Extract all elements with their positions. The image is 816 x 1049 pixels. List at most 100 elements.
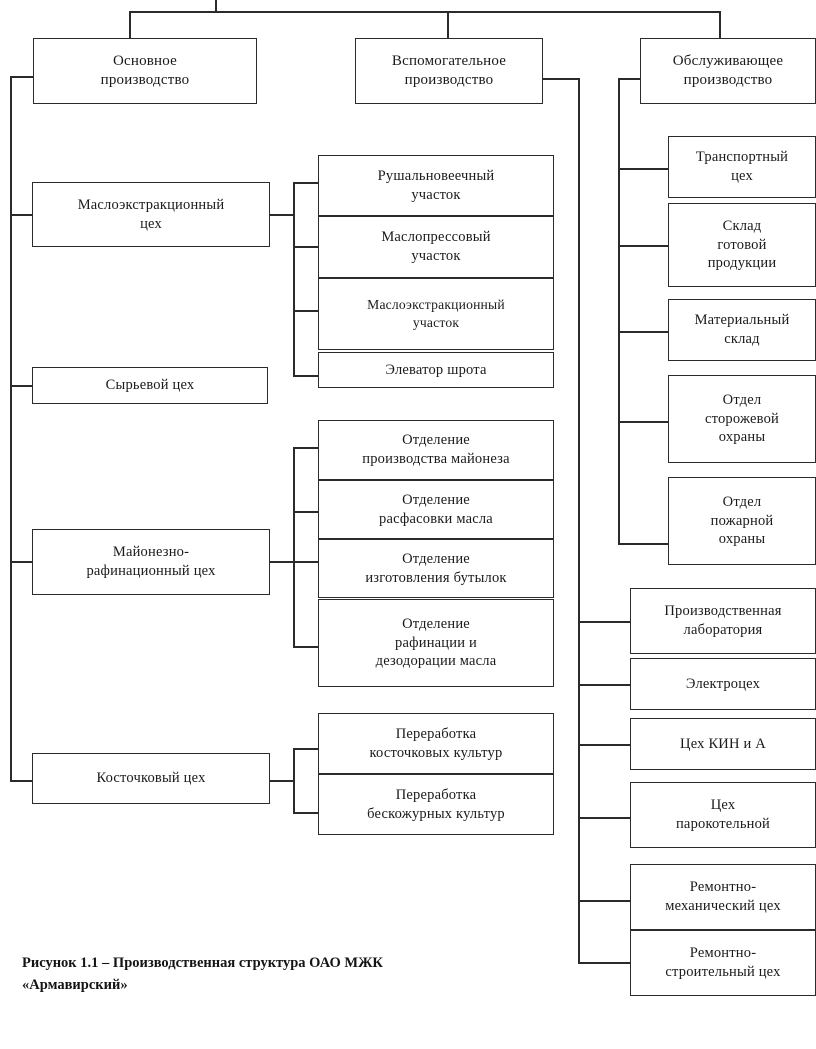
node-electrical-shop[interactable]: Электроцех xyxy=(630,658,816,710)
auxiliary-stub-boiler xyxy=(578,817,632,819)
mayoshop-stub-production xyxy=(293,447,319,449)
node-repair-mechanical-shop[interactable]: Ремонтно-механический цех xyxy=(630,864,816,930)
node-mayonnaise-shop-label: Майонезно-рафинационный цех xyxy=(86,544,216,579)
service-stub-watch-security xyxy=(618,421,670,423)
node-repair-construction-shop-label: Ремонтно-строительный цех xyxy=(665,945,781,980)
service-stub-transport xyxy=(618,168,670,170)
root-drop-auxiliary xyxy=(447,11,449,39)
service-stub-finished-goods xyxy=(618,245,670,247)
node-repair-construction-shop[interactable]: Ремонтно-строительный цех xyxy=(630,930,816,996)
service-spine xyxy=(618,78,620,544)
root-bus xyxy=(129,11,720,13)
figure-caption-line-1: Рисунок 1.1 – Производственная структура… xyxy=(22,955,383,971)
node-raw-material-shop-label: Сырьевой цех xyxy=(105,377,195,394)
auxiliary-stub-laboratory xyxy=(578,621,632,623)
stonefruit-stub-stone xyxy=(293,748,319,750)
mayoshop-stub-bottle xyxy=(293,561,319,563)
oilshop-stub-elevator xyxy=(293,375,319,377)
oilshop-stub-press xyxy=(293,246,319,248)
root-drop-service xyxy=(719,11,721,39)
auxiliary-stub-kin xyxy=(578,744,632,746)
main-stub-stone-fruit xyxy=(10,780,34,782)
figure-caption: Рисунок 1.1 – Производственная структура… xyxy=(22,952,582,997)
node-kin-a-shop-label: Цех КИН и А xyxy=(680,735,766,752)
stonefruit-bracket-entry xyxy=(270,780,295,782)
main-stub-oil-extraction xyxy=(10,214,34,216)
auxiliary-spine xyxy=(578,78,580,963)
mayoshop-bracket-entry xyxy=(270,561,295,563)
node-stone-fruit-shop-label: Косточковый цех xyxy=(96,770,206,787)
auxiliary-stub-construction xyxy=(578,962,632,964)
root-stem xyxy=(215,0,217,12)
mayoshop-bracket-spine xyxy=(293,447,295,647)
service-stub-material xyxy=(618,331,670,333)
mayoshop-stub-refining xyxy=(293,646,319,648)
node-raw-material-shop[interactable]: Сырьевой цех xyxy=(32,367,268,404)
service-spine-entry xyxy=(618,78,642,80)
main-stub-raw-material xyxy=(10,385,34,387)
oilshop-stub-extraction xyxy=(293,310,319,312)
auxiliary-spine-entry xyxy=(543,78,580,80)
stonefruit-bracket-spine xyxy=(293,748,295,813)
node-kin-a-shop[interactable]: Цех КИН и А xyxy=(630,718,816,770)
node-meal-elevator[interactable]: Элеватор шрота xyxy=(318,352,554,388)
oilshop-bracket-entry xyxy=(270,214,295,216)
mayoshop-stub-packing xyxy=(293,511,319,513)
stonefruit-stub-skinless xyxy=(293,812,319,814)
auxiliary-stub-mechanical xyxy=(578,900,632,902)
main-spine-entry xyxy=(10,76,34,78)
oilshop-stub-husking xyxy=(293,182,319,184)
auxiliary-stub-electrical xyxy=(578,684,632,686)
node-stone-fruit-shop[interactable]: Косточковый цех xyxy=(32,753,270,804)
root-drop-main xyxy=(129,11,131,39)
node-mayonnaise-shop[interactable]: Майонезно-рафинационный цех xyxy=(32,529,270,595)
figure-caption-line-2: «Армавирский» xyxy=(22,977,128,994)
node-repair-mechanical-shop-label: Ремонтно-механический цех xyxy=(665,879,781,914)
node-meal-elevator-label: Элеватор шрота xyxy=(385,361,487,378)
main-stub-mayonnaise xyxy=(10,561,34,563)
oilshop-bracket-spine xyxy=(293,182,295,376)
main-spine xyxy=(10,76,12,781)
node-electrical-shop-label: Электроцех xyxy=(685,675,761,692)
